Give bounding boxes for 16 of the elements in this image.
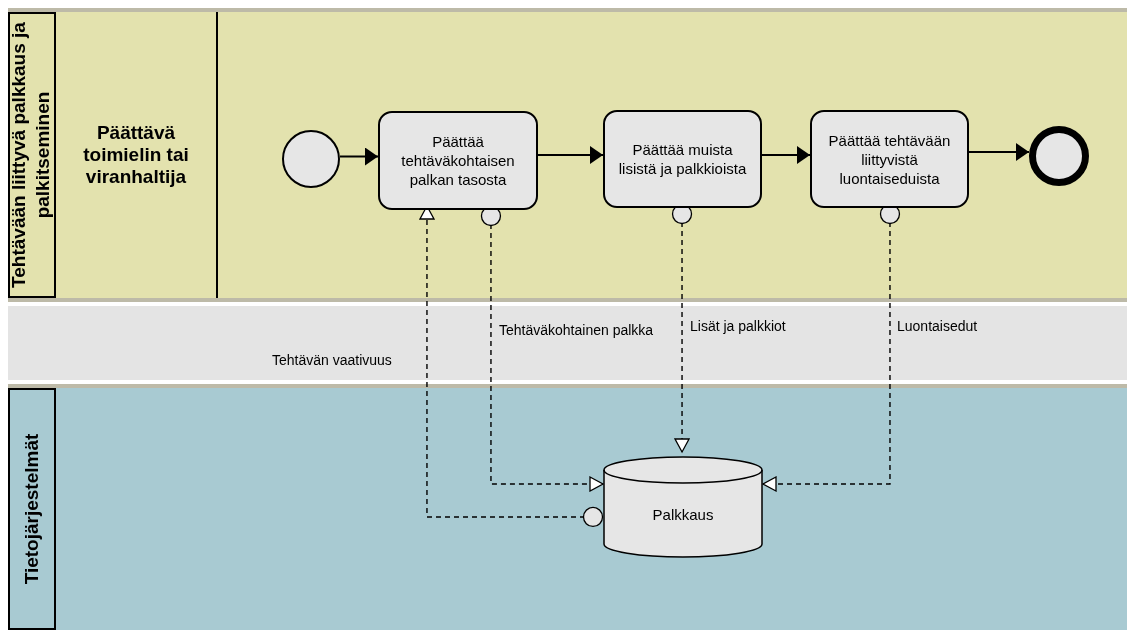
pool-title: Tehtävään liittyvä palkkaus ja palkitseminen — [8, 22, 53, 288]
pool-band — [8, 8, 1127, 302]
sequence-arrow — [761, 146, 811, 164]
sequence-arrow — [968, 143, 1030, 161]
task-label: Päättää tehtävään liittyvistä luontaiseduista — [827, 130, 952, 188]
task-box — [378, 111, 538, 210]
task-label: Päättää tehtäväkohtaisen palkan tasosta — [400, 132, 516, 189]
pool-title: Tietojärjestelmät — [20, 433, 42, 585]
pool-band — [8, 384, 1127, 630]
task-label: Päättää muista lisistä ja palkkioista — [617, 140, 748, 178]
sequence-arrow — [537, 146, 604, 164]
sequence-arrow — [339, 147, 379, 166]
task-box — [603, 110, 762, 208]
task-box — [810, 110, 969, 208]
lane-title: Päättävä toimielin tai viranhaltija — [82, 122, 190, 188]
store-label: Palkkaus — [652, 504, 714, 525]
